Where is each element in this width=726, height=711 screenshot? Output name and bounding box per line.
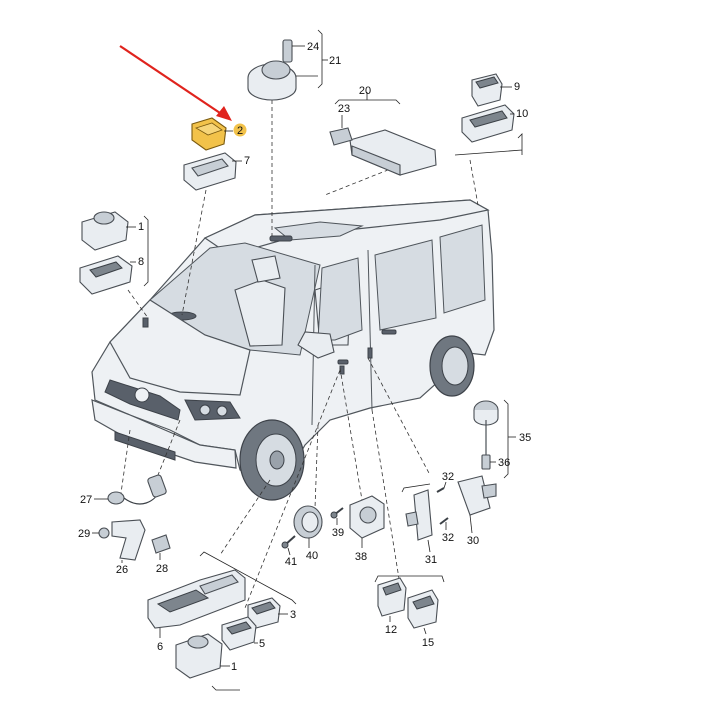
part-28-switch — [151, 534, 171, 554]
pointer-arrow — [119, 45, 232, 121]
label-23: 23 — [338, 103, 350, 115]
part-38-switch-unit — [349, 495, 385, 539]
label-6: 6 — [157, 641, 163, 653]
part-10-switch-frame — [461, 104, 515, 143]
label-8: 8 — [138, 256, 144, 268]
label-1-lower: 1 — [231, 661, 237, 673]
label-27: 27 — [80, 494, 92, 506]
van-illustration — [91, 199, 495, 501]
part-5-switch — [221, 616, 257, 651]
part-15-switch — [407, 589, 439, 629]
part-21-rotary-switch — [247, 39, 297, 101]
part-32-screw — [436, 487, 449, 525]
part-30-door-contact — [457, 475, 497, 516]
label-31: 31 — [425, 554, 437, 566]
label-30: 30 — [467, 535, 479, 547]
label-32-top: 32 — [442, 471, 454, 483]
label-32-bottom: 32 — [442, 532, 454, 544]
label-10: 10 — [516, 108, 528, 120]
part-2-switch-highlighted — [191, 117, 247, 151]
label-24: 24 — [307, 41, 319, 53]
label-15: 15 — [422, 637, 434, 649]
part-36-sensor-tip — [481, 454, 491, 470]
part-1-upper-rotary-switch — [81, 211, 129, 251]
label-21: 21 — [329, 55, 341, 67]
label-29: 29 — [78, 528, 90, 540]
label-28: 28 — [156, 563, 168, 575]
part-3-switch — [247, 597, 281, 629]
label-26: 26 — [116, 564, 128, 576]
label-12: 12 — [385, 624, 397, 636]
part-39-screw — [330, 507, 344, 519]
part-35-sensor — [473, 400, 499, 455]
part-7-switch-frame — [183, 152, 237, 191]
part-8-trim-frame — [79, 255, 133, 295]
part-40-knob — [293, 505, 323, 539]
label-35: 35 — [519, 432, 531, 444]
part-12-switch — [377, 577, 407, 617]
label-7: 7 — [244, 155, 250, 167]
part-26-bracket — [111, 519, 146, 561]
leader-lines — [92, 29, 523, 691]
label-20: 20 — [359, 85, 371, 97]
label-9: 9 — [514, 81, 520, 93]
label-3: 3 — [290, 609, 296, 621]
part-29-nut — [98, 527, 110, 539]
part-27-connector — [107, 474, 167, 505]
label-39: 39 — [332, 527, 344, 539]
part-20-control-module — [349, 129, 437, 176]
part-labels: 24 21 2 7 1 8 20 23 9 10 35 36 27 29 26 … — [78, 41, 531, 673]
reference-lines — [119, 100, 479, 609]
part-9-switch — [471, 73, 503, 107]
label-1-upper: 1 — [138, 221, 144, 233]
label-2: 2 — [237, 125, 243, 137]
label-40: 40 — [306, 550, 318, 562]
label-36: 36 — [498, 457, 510, 469]
part-23-connector — [329, 127, 353, 146]
label-5: 5 — [259, 638, 265, 650]
label-41: 41 — [285, 556, 297, 568]
part-1-lower-rotary-switch — [175, 633, 223, 679]
label-38: 38 — [355, 551, 367, 563]
part-6-switch-console — [147, 569, 246, 629]
part-41-screw — [281, 535, 296, 549]
part-31-door-contact — [405, 489, 433, 541]
